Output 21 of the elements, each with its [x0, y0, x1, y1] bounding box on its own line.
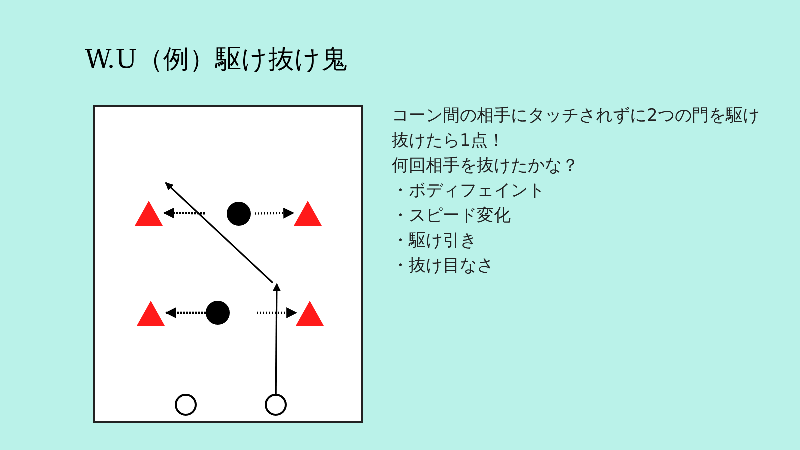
- defender-marker: [206, 301, 230, 325]
- defender-marker: [227, 202, 251, 226]
- instruction-text: コーン間の相手にタッチされずに2つの門を駆け抜けたら1点！: [392, 105, 761, 153]
- cone-marker: [135, 200, 163, 226]
- dotted-arrow: [257, 308, 298, 318]
- dotted-arrow: [163, 208, 206, 219]
- cone-marker: [137, 300, 165, 326]
- bullet-item: ・ボディフェイント: [392, 180, 546, 203]
- bullet-item: ・駆け引き: [392, 230, 478, 253]
- title: W.U（例）駆け抜け鬼: [85, 44, 348, 77]
- run-arrow: [272, 283, 281, 394]
- dotted-arrow: [165, 308, 206, 318]
- player-marker: [175, 394, 197, 416]
- bullet-item: ・スピード変化: [392, 205, 512, 228]
- player-marker: [265, 394, 287, 416]
- instruction-text: 何回相手を抜けたかな？: [392, 155, 580, 178]
- bullet-item: ・抜け目なさ: [392, 255, 495, 278]
- cone-marker: [296, 300, 324, 326]
- cone-marker: [294, 200, 322, 226]
- dotted-arrow: [254, 208, 295, 219]
- playing-field: [93, 105, 363, 423]
